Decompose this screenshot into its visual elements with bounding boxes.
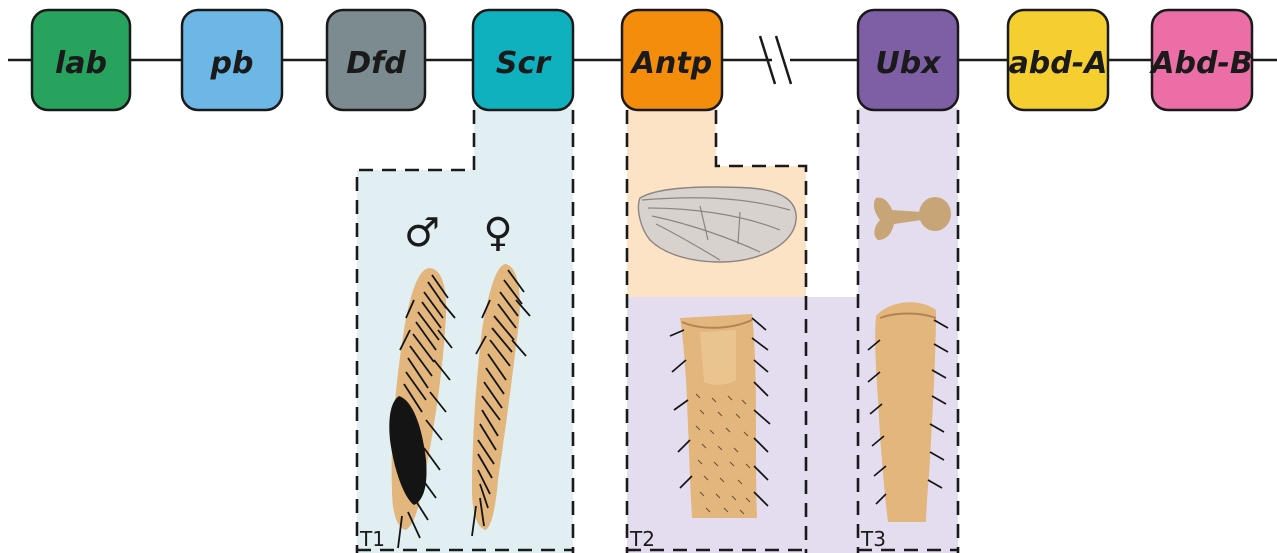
gene-ubx-label: Ubx bbox=[875, 46, 942, 81]
segment-label-t2: T2 bbox=[629, 527, 655, 551]
gene-pb-label: pb bbox=[210, 46, 254, 81]
hox-gene-cluster: lab pb Dfd Scr Antp Ubx abd-A Abd-B bbox=[32, 10, 1253, 110]
gene-scr-label: Scr bbox=[496, 46, 552, 81]
gene-abd-a-label: abd-A bbox=[1009, 46, 1108, 81]
segment-label-t1: T1 bbox=[359, 527, 385, 551]
haltere-knob bbox=[919, 197, 951, 231]
gene-scr: Scr bbox=[473, 10, 573, 110]
gene-abd-a: abd-A bbox=[1008, 10, 1108, 110]
gene-abd-b: Abd-B bbox=[1149, 10, 1252, 110]
segment-label-t3: T3 bbox=[860, 527, 886, 551]
expression-domains bbox=[357, 108, 958, 553]
gene-lab-label: lab bbox=[55, 46, 107, 81]
gene-dfd: Dfd bbox=[327, 10, 425, 110]
t2-leg-highlight bbox=[700, 330, 736, 385]
gene-antp-label: Antp bbox=[630, 46, 712, 81]
gene-pb: pb bbox=[182, 10, 282, 110]
gene-antp: Antp bbox=[622, 10, 722, 110]
male-symbol: ♂ bbox=[404, 210, 440, 256]
gene-lab: lab bbox=[32, 10, 130, 110]
gene-dfd-label: Dfd bbox=[346, 46, 406, 81]
gene-ubx: Ubx bbox=[858, 10, 958, 110]
female-symbol: ♀ bbox=[483, 210, 512, 256]
chromosome-break-mark bbox=[776, 36, 791, 84]
gene-abd-b-label: Abd-B bbox=[1149, 46, 1252, 81]
scr-domain-region bbox=[357, 108, 573, 553]
